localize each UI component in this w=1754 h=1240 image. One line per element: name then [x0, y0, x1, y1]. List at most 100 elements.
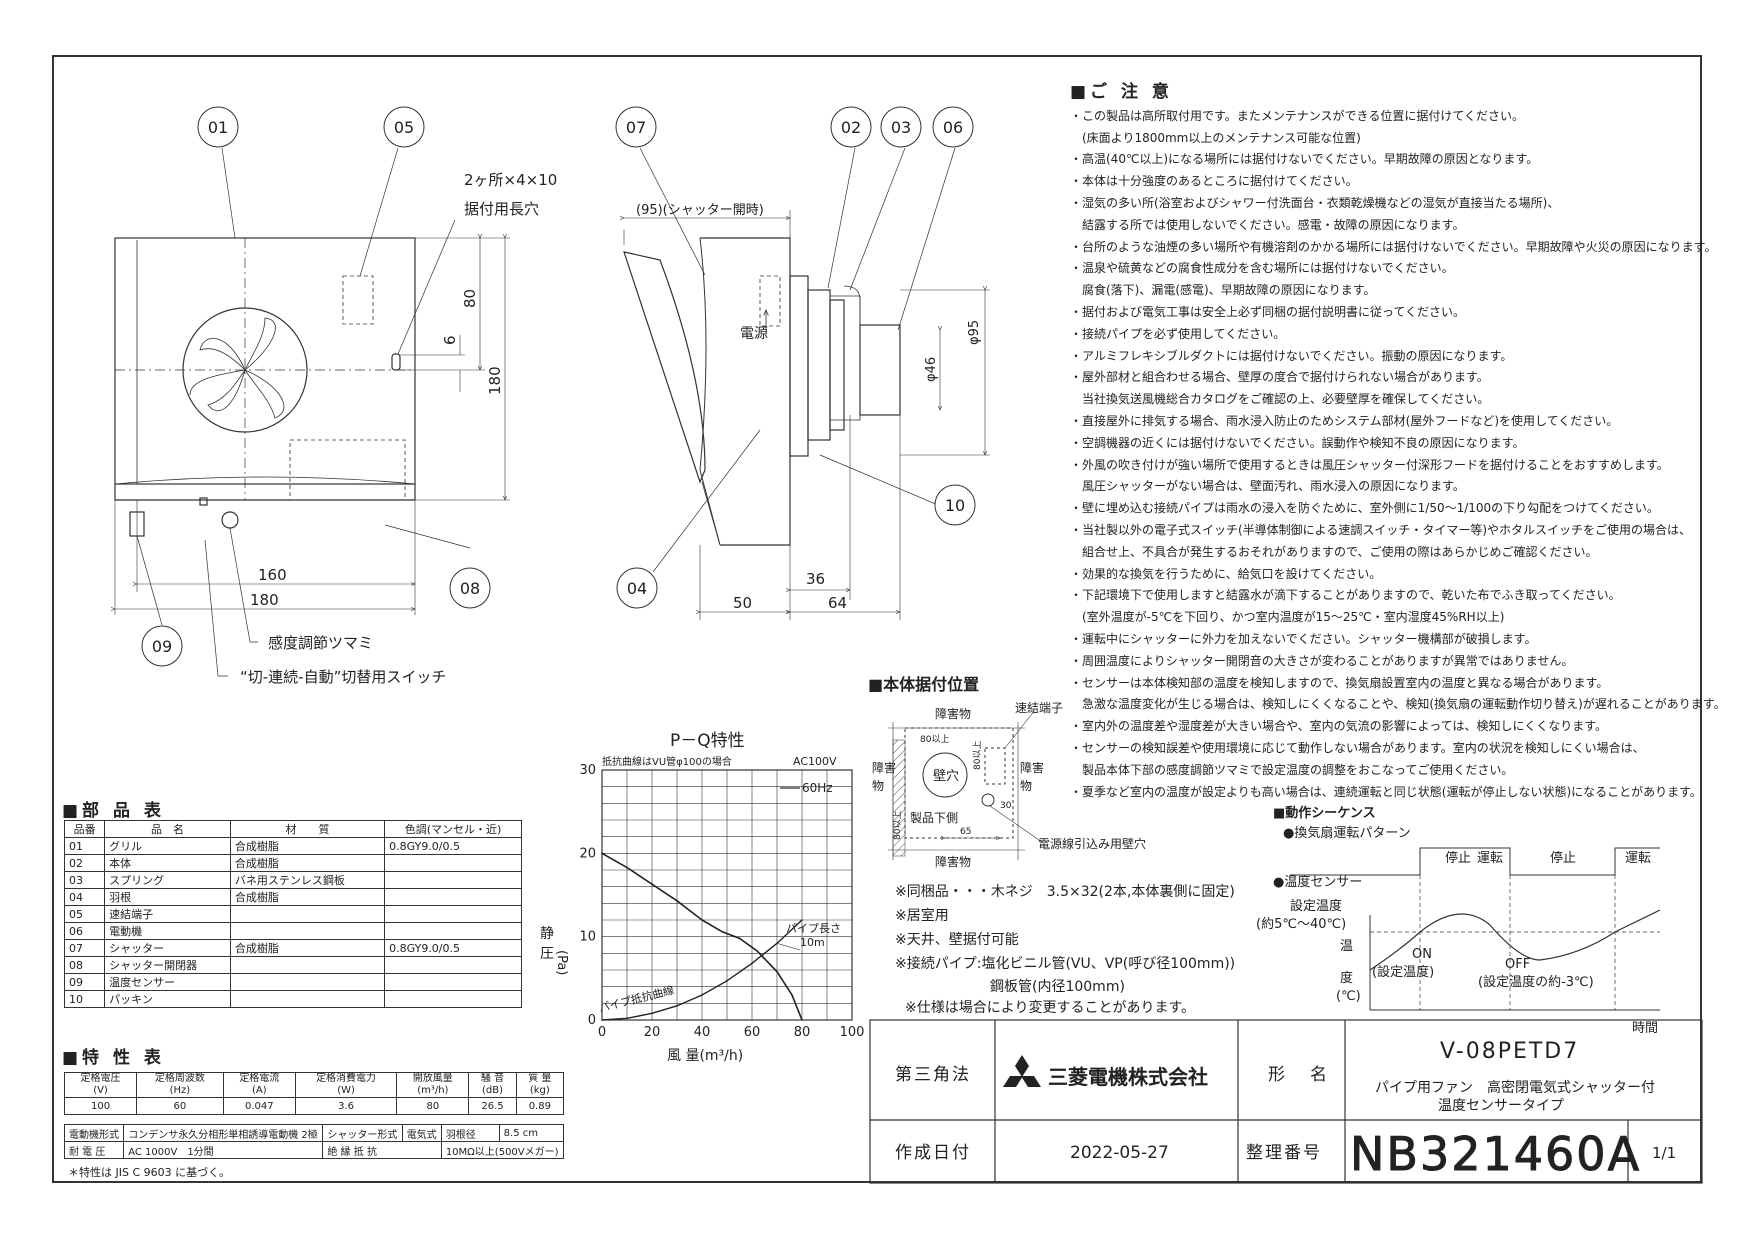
parts-cell: 羽根	[104, 888, 231, 906]
company-name: 三菱電機株式会社	[1048, 1065, 1208, 1089]
seq-off-note: (設定温度の約-3℃)	[1478, 974, 1594, 990]
callout-01: 01	[197, 106, 239, 148]
seq-time: 時間	[1632, 1021, 1658, 1036]
chart-xtick-label: 60	[744, 1025, 761, 1040]
parts-cell: パッキン	[104, 990, 231, 1008]
chart-data-point	[651, 883, 653, 885]
wall-hole-label: 壁穴	[933, 769, 959, 784]
caution-line: ・センサーは本体検知部の温度を検知しますので、換気扇設置室内の温度と異なる場合が…	[1070, 675, 1609, 690]
shutter-label: シャッター形式	[322, 1124, 403, 1142]
parts-cell: スプリング	[104, 871, 231, 889]
blade-label: 羽根径	[440, 1124, 500, 1142]
parts-cell: 温度センサー	[104, 973, 231, 991]
caution-line: ・センサーの検知誤差や使用環境に応じて動作しない場合があります。室内の状況を検知…	[1070, 740, 1645, 755]
parts-cell: 10	[63, 990, 106, 1008]
parts-header-row: 品番品 名材 質色調(マンセル・近)	[63, 820, 522, 838]
caution-line: ・当社製以外の電子式スイッチ(半導体制御による速調スイッチ・タイマー等)やホタル…	[1070, 522, 1692, 537]
seq-set-range: (約5℃～40℃)	[1256, 917, 1346, 932]
title-block	[869, 1019, 1703, 1184]
seq-y-1: 温	[1340, 939, 1353, 954]
chart-xtick-label: 100	[840, 1025, 865, 1040]
knob-label: 感度調節ツマミ	[268, 634, 373, 652]
chart-xtick-label: 40	[694, 1025, 711, 1040]
obstacle-top: 障害物	[935, 706, 971, 721]
svg-text:05: 05	[394, 118, 414, 137]
callout-03: 03	[880, 106, 922, 148]
caution-line: ・この製品は高所取付用です。またメンテナンスができる位置に据付けてください。	[1070, 108, 1524, 123]
svg-text:10: 10	[945, 496, 965, 515]
parts-cell: 08	[63, 956, 106, 974]
parts-cell	[384, 888, 522, 906]
caution-line: ・接続パイプを必ず使用してください。	[1070, 326, 1286, 341]
caution-line: ・外風の吹き付けが強い場所で使用するときは風圧シャッター付深形フードを据付けるこ…	[1070, 457, 1669, 472]
callout-06: 06	[932, 106, 974, 148]
mounting-labels: ■本体据付位置 障害物 障害物 障害 物 障害 物 速結端子 壁穴 製品下側 電…	[868, 675, 1146, 869]
dim-95: (95)(シャッター開時)	[636, 203, 764, 218]
dim-160: 160	[258, 566, 287, 584]
parts-cell: 01	[63, 837, 106, 855]
dim-phi95: φ95	[967, 320, 982, 345]
parts-cell: シャッター	[104, 939, 231, 957]
dim-80-right: 80以上	[972, 741, 983, 770]
caution-line: ・高温(40℃以上)になる場所には据付けないでください。早期故障の原因となります…	[1070, 152, 1539, 167]
switch-label: “切-連続-自動”切替用スイッチ	[240, 668, 446, 686]
seq-set-temp: 設定温度	[1290, 898, 1342, 914]
svg-text:01: 01	[208, 118, 228, 137]
char-header-cell: 質 量 (kg)	[515, 1072, 565, 1098]
caution-line: ・空調機器の近くには据付けないでください。誤動作や検知不良の原因になります。	[1070, 435, 1525, 450]
characteristics-title: ■特 性 表	[62, 1048, 165, 1068]
char-header-cell: 定格周波数 (Hz)	[136, 1072, 224, 1098]
caution-line: 組合せ上、不具合が発生するおそれがありますので、ご使用の際はあらかじめご確認くだ…	[1070, 544, 1598, 559]
caution-notes: ■ご 注 意 ・この製品は高所取付用です。またメンテナンスができる位置に据付けて…	[1070, 82, 1726, 803]
char-header-row: 定格電圧 (V)定格周波数 (Hz)定格電流 (A)定格消費電力 (W)開放風量…	[63, 1072, 565, 1098]
parts-cell	[384, 922, 522, 940]
parts-cell: 速結端子	[104, 905, 231, 923]
callout-05: 05	[383, 106, 425, 148]
chart-ytick-label: 30	[579, 763, 596, 778]
chart-ytick-label: 20	[579, 846, 596, 861]
mitsubishi-logo-icon	[1003, 1055, 1041, 1087]
model-desc-2: 温度センサータイプ	[1438, 1098, 1564, 1114]
caution-line: ・台所のような油煙の多い場所や有機溶剤のかかる場所には据付けないでください。早期…	[1070, 239, 1717, 254]
dim-6: 6	[441, 335, 459, 345]
seq-stop-2: 停止	[1550, 850, 1576, 866]
svg-text:08: 08	[460, 579, 480, 598]
chart-data-point	[756, 950, 758, 952]
caution-line: ・周囲温度によりシャッター開閉音の大きさが変わることがありますが異常ではありませ…	[1070, 653, 1574, 668]
parts-cell: 05	[63, 905, 106, 923]
date-value: 2022-05-27	[1070, 1143, 1169, 1163]
parts-cell: 合成樹脂	[229, 837, 386, 855]
char-value-cell: 80	[396, 1097, 470, 1115]
char-value-cell: 0.047	[222, 1097, 296, 1115]
dim-50: 50	[733, 594, 752, 612]
projection-label: 第三角法	[895, 1065, 971, 1085]
chart-data-point	[701, 994, 703, 996]
parts-header-cell: 材 質	[229, 820, 386, 838]
parts-cell: 03	[63, 871, 106, 889]
callout-02: 02	[830, 106, 872, 148]
chart-data-point	[601, 1019, 603, 1021]
shutter-value: 電気式	[401, 1124, 442, 1142]
char-header-cell: 定格電圧 (V)	[63, 1072, 138, 1098]
seq-off: OFF	[1505, 957, 1530, 972]
front-body-outline	[114, 237, 416, 485]
spec-note-3: ※天井、壁据付可能	[895, 932, 1019, 948]
obstacle-right-1: 障害	[1020, 760, 1044, 775]
ref-label: 整理番号	[1246, 1143, 1322, 1163]
caution-line: 製品本体下部の感度調節ツマミで設定温度の調整をおこなってご使用ください。	[1070, 762, 1514, 777]
spec-note-6: ※仕様は場合により変更することがあります。	[905, 999, 1195, 1016]
char-value-cell: 26.5	[468, 1097, 517, 1115]
dim-180-height: 180	[486, 366, 504, 395]
char-header-cell: 定格消費電力 (W)	[294, 1072, 398, 1098]
caution-line: 結露する所では使用しないでください。感電・故障の原因になります。	[1070, 217, 1465, 232]
parts-cell	[384, 854, 522, 872]
parts-cell: 本体	[104, 854, 231, 872]
callout-09: 09	[141, 625, 183, 667]
